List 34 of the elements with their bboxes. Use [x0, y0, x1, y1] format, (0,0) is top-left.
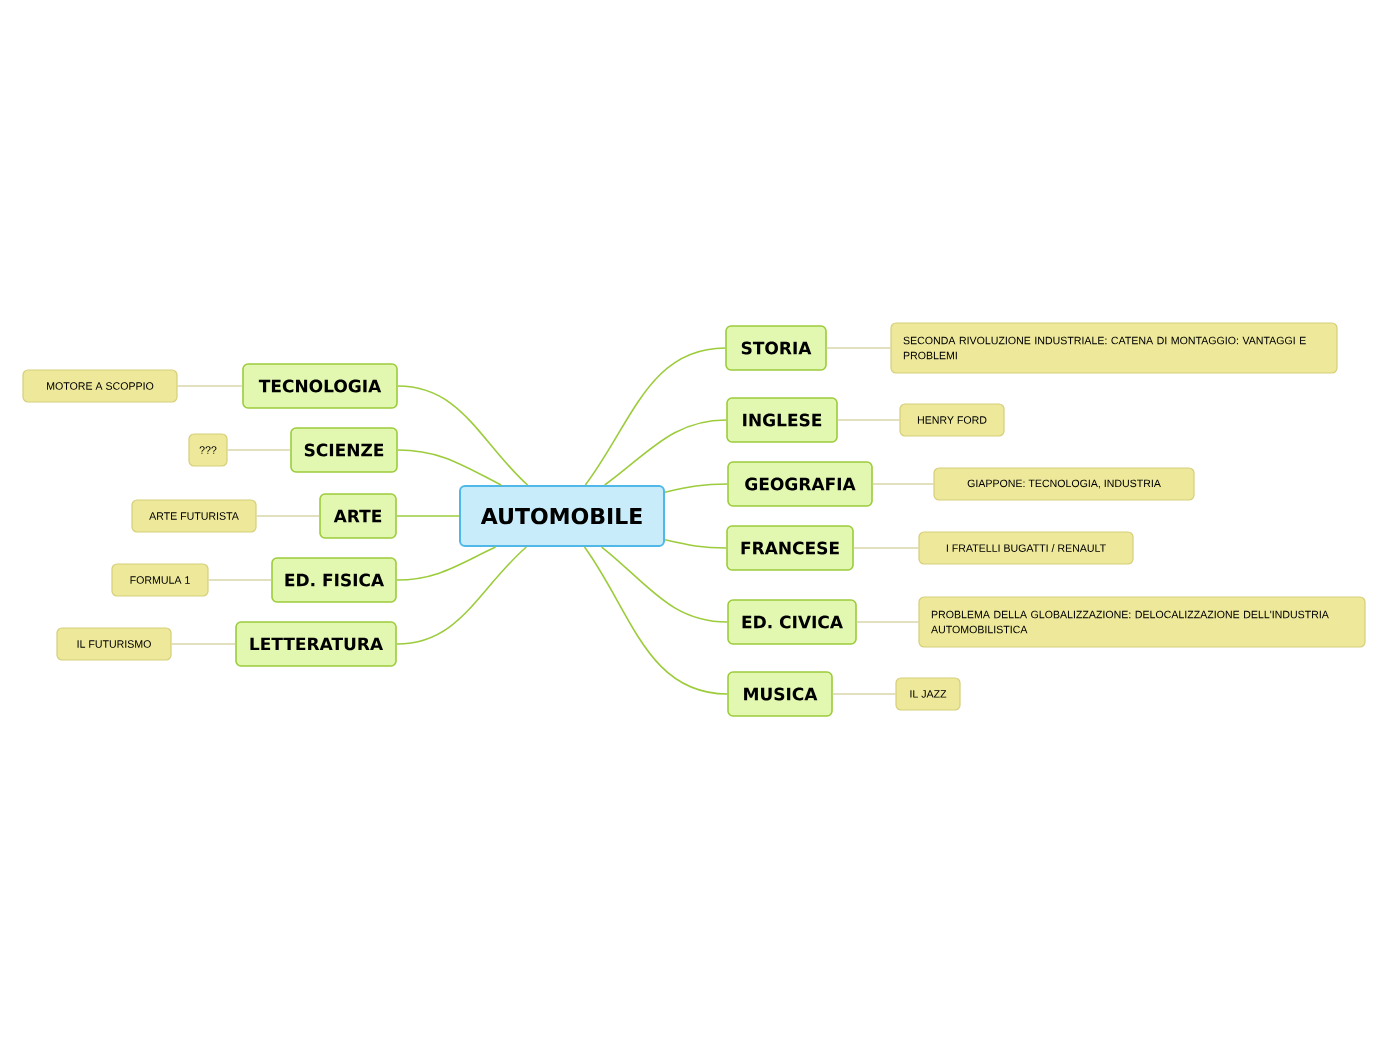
connector: [170, 643, 236, 645]
connector: [583, 546, 728, 695]
connector: [664, 538, 727, 549]
connector: [176, 385, 243, 387]
connector: [397, 385, 529, 486]
topic-box: MUSICA: [727, 671, 833, 717]
topic-box: GEOGRAFIA: [727, 461, 873, 507]
topic-box: ED. FISICA: [271, 557, 397, 603]
connector: [397, 449, 502, 486]
topic-box: ARTE: [319, 493, 397, 539]
connector: [396, 515, 460, 517]
connector: [826, 347, 892, 349]
connector: [207, 579, 272, 581]
topic-box: STORIA: [725, 325, 827, 371]
connector: [872, 483, 935, 485]
connector: [584, 347, 726, 486]
connector: [255, 515, 320, 517]
connector: [396, 546, 497, 581]
connector: [226, 449, 291, 451]
connector: [664, 483, 728, 494]
connector: [600, 546, 728, 623]
central-topic: AUTOMOBILE: [459, 485, 665, 547]
connector: [853, 547, 920, 549]
connector: [603, 419, 727, 486]
topic-box: FRANCESE: [726, 525, 854, 571]
connector: [856, 621, 920, 623]
topic-box: ED. CIVICA: [727, 599, 857, 645]
connector: [832, 693, 897, 695]
topic-box: SCIENZE: [290, 427, 398, 473]
connector: [837, 419, 901, 421]
topic-box: INGLESE: [726, 397, 838, 443]
topic-box: TECNOLOGIA: [242, 363, 398, 409]
connector: [396, 546, 528, 645]
topic-box: LETTERATURA: [235, 621, 397, 667]
